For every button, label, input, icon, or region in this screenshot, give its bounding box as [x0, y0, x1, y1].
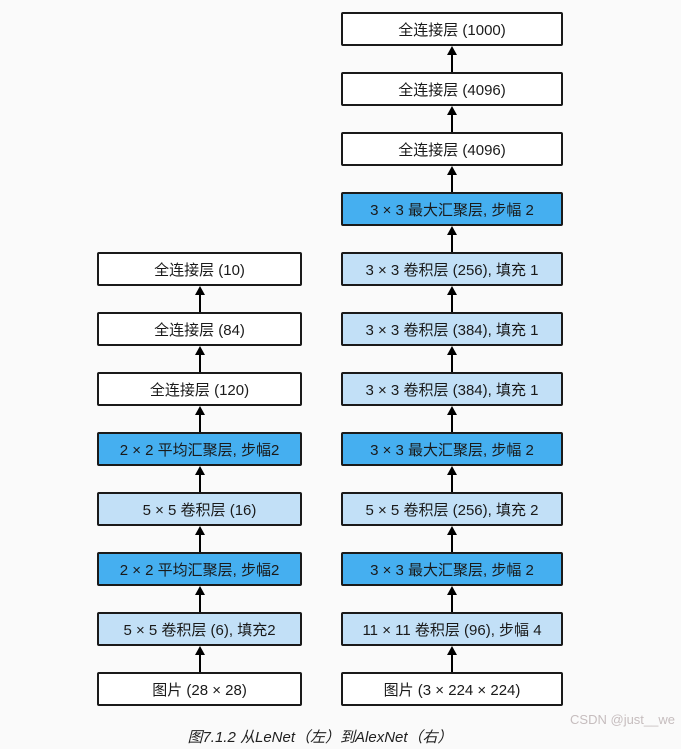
layer-box-lenet-avgpool-2: 2 × 2 平均汇聚层, 步幅2: [97, 432, 302, 466]
layer-box-lenet-avgpool-1: 2 × 2 平均汇聚层, 步幅2: [97, 552, 302, 586]
layer-box-alexnet-conv-96: 11 × 11 卷积层 (96), 步幅 4: [341, 612, 563, 646]
up-arrow: [341, 46, 563, 72]
layer-box-alexnet-fc-4096a: 全连接层 (4096): [341, 72, 563, 106]
layer-box-lenet-conv-6: 5 × 5 卷积层 (6), 填充2: [97, 612, 302, 646]
up-arrow: [341, 106, 563, 132]
layer-box-lenet-input: 图片 (28 × 28): [97, 672, 302, 706]
up-arrow: [341, 466, 563, 492]
layer-box-alexnet-conv-384b: 3 × 3 卷积层 (384), 填充 1: [341, 312, 563, 346]
up-arrow: [341, 406, 563, 432]
layer-box-alexnet-maxpool-1: 3 × 3 最大汇聚层, 步幅 2: [341, 552, 563, 586]
up-arrow: [97, 586, 302, 612]
layer-box-alexnet-fc-4096b: 全连接层 (4096): [341, 132, 563, 166]
layer-box-lenet-fc-84: 全连接层 (84): [97, 312, 302, 346]
up-arrow: [341, 346, 563, 372]
up-arrow: [97, 646, 302, 672]
up-arrow: [341, 286, 563, 312]
watermark: CSDN @just__we: [570, 712, 675, 727]
layer-box-alexnet-maxpool-3: 3 × 3 最大汇聚层, 步幅 2: [341, 192, 563, 226]
up-arrow: [341, 166, 563, 192]
up-arrow: [341, 526, 563, 552]
up-arrow: [341, 226, 563, 252]
layer-box-alexnet-conv-384a: 3 × 3 卷积层 (384), 填充 1: [341, 372, 563, 406]
alexnet-column: 全连接层 (1000) 全连接层 (4096) 全连接层 (4096) 3 × …: [341, 12, 563, 706]
layer-box-alexnet-fc-1000: 全连接层 (1000): [341, 12, 563, 46]
up-arrow: [97, 466, 302, 492]
layer-box-alexnet-maxpool-2: 3 × 3 最大汇聚层, 步幅 2: [341, 432, 563, 466]
up-arrow: [341, 586, 563, 612]
layer-box-alexnet-conv-256-pad1: 3 × 3 卷积层 (256), 填充 1: [341, 252, 563, 286]
lenet-column: 全连接层 (10) 全连接层 (84) 全连接层 (120) 2 × 2 平均汇…: [97, 252, 302, 706]
figure-caption: 图7.1.2 从LeNet（左）到AlexNet（右）: [187, 729, 453, 746]
layer-box-lenet-fc-10: 全连接层 (10): [97, 252, 302, 286]
layer-box-lenet-fc-120: 全连接层 (120): [97, 372, 302, 406]
up-arrow: [97, 346, 302, 372]
up-arrow: [341, 646, 563, 672]
layer-box-lenet-conv-16: 5 × 5 卷积层 (16): [97, 492, 302, 526]
up-arrow: [97, 286, 302, 312]
layer-box-alexnet-conv-256-pad2: 5 × 5 卷积层 (256), 填充 2: [341, 492, 563, 526]
up-arrow: [97, 406, 302, 432]
layer-box-alexnet-input: 图片 (3 × 224 × 224): [341, 672, 563, 706]
up-arrow: [97, 526, 302, 552]
